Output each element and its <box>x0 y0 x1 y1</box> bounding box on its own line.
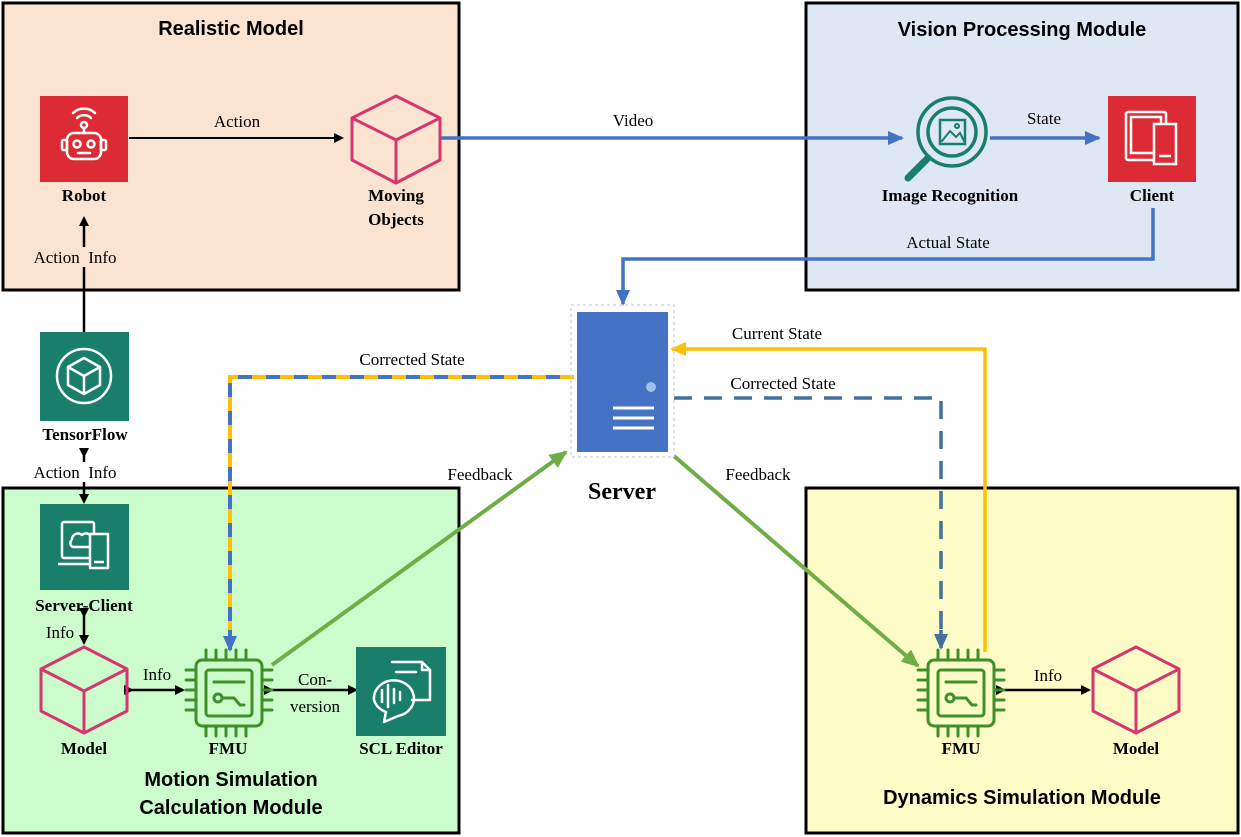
edge-action: Action <box>129 112 344 143</box>
label-server: Server <box>588 479 656 505</box>
edge-label-info-server-client: Info <box>46 623 74 642</box>
dynamics-module-title: Dynamics Simulation Module <box>883 787 1161 809</box>
label-moving-objects-line2: Objects <box>368 210 424 229</box>
edge-action-info-mid: Action Info <box>22 448 130 504</box>
node-moving-objects: Moving Objects <box>350 94 442 229</box>
label-fmu-left: FMU <box>209 739 248 758</box>
edge-label-feedback-right: Feedback <box>725 465 791 484</box>
label-image-recognition: Image Recognition <box>882 186 1019 205</box>
edge-label-conversion-line1: Con- <box>298 670 332 689</box>
edge-label-video: Video <box>613 111 654 130</box>
edge-current-state: Current State <box>670 324 987 652</box>
node-tensorflow: TensorFlow <box>40 332 129 444</box>
dynamics-simulation-module: Dynamics Simulation Module <box>804 486 1240 835</box>
cube-icon <box>350 94 442 185</box>
chip-icon <box>916 648 1006 738</box>
edge-label-corrected-state-left: Corrected State <box>359 350 464 369</box>
cube-icon <box>39 645 129 735</box>
label-moving-objects-line1: Moving <box>368 186 424 205</box>
node-server: Server <box>570 304 675 505</box>
edge-label-info-right: Info <box>1034 666 1062 685</box>
edge-label-corrected-state-right: Corrected State <box>730 374 835 393</box>
edge-video: Video <box>441 111 904 145</box>
edge-actual-state: Actual State <box>616 208 1155 306</box>
edge-corrected-state-left: Corrected State <box>223 350 574 652</box>
node-robot: Robot <box>40 96 128 205</box>
server-icon <box>577 312 668 452</box>
edge-info-right: Info <box>996 666 1091 695</box>
devices-icon <box>1124 110 1178 166</box>
edge-label-conversion-line2: version <box>290 697 341 716</box>
voice-document-icon <box>372 660 432 724</box>
cloud-devices-icon <box>58 520 110 570</box>
edge-label-actual-state: Actual State <box>906 233 990 252</box>
chip-icon <box>184 648 274 738</box>
node-model-left: Model <box>39 645 129 758</box>
edge-label-feedback-left: Feedback <box>447 465 513 484</box>
node-client: Client <box>1108 96 1196 205</box>
magnifier-image-icon <box>904 96 988 182</box>
edge-info-server-client: Info <box>46 608 89 645</box>
label-robot: Robot <box>62 186 107 205</box>
label-tensorflow: TensorFlow <box>42 425 128 444</box>
label-fmu-right: FMU <box>942 739 981 758</box>
motion-module-title-line1: Motion Simulation <box>144 769 317 791</box>
node-image-recognition: Image Recognition <box>882 96 1019 205</box>
edge-label-state: State <box>1027 109 1061 128</box>
edge-action-info-top: Action Info <box>22 216 130 332</box>
edge-label-action-info-mid: Action Info <box>33 463 116 482</box>
label-client: Client <box>1130 186 1175 205</box>
node-scl-editor: SCL Editor <box>356 647 446 758</box>
edge-feedback-left: Feedback <box>270 450 568 667</box>
edge-label-action: Action <box>214 112 261 131</box>
node-model-right: Model <box>1091 645 1181 758</box>
realistic-model-title: Realistic Model <box>158 18 304 40</box>
label-model-right: Model <box>1113 739 1160 758</box>
edge-label-info-left: Info <box>143 665 171 684</box>
edge-label-action-info-top: Action Info <box>33 248 116 267</box>
edge-corrected-state-right: Corrected State <box>674 374 948 650</box>
edge-feedback-right: Feedback <box>672 454 920 668</box>
robot-icon <box>60 107 108 161</box>
label-scl-editor: SCL Editor <box>359 739 443 758</box>
node-fmu-right: FMU <box>916 648 1006 758</box>
vision-module-title: Vision Processing Module <box>898 19 1147 41</box>
edge-label-current-state: Current State <box>732 324 822 343</box>
label-server-client: Server-Client <box>35 596 133 615</box>
node-server-client: Server-Client <box>35 504 133 615</box>
edge-info-left: Info <box>124 665 185 695</box>
cube-icon <box>1091 645 1181 735</box>
edge-conversion: Con- version <box>264 670 358 716</box>
edge-state: State <box>990 109 1101 145</box>
node-fmu-left: FMU <box>184 648 274 758</box>
label-model-left: Model <box>61 739 108 758</box>
tensorflow-icon <box>55 347 113 405</box>
motion-module-title-line2: Calculation Module <box>139 797 322 819</box>
